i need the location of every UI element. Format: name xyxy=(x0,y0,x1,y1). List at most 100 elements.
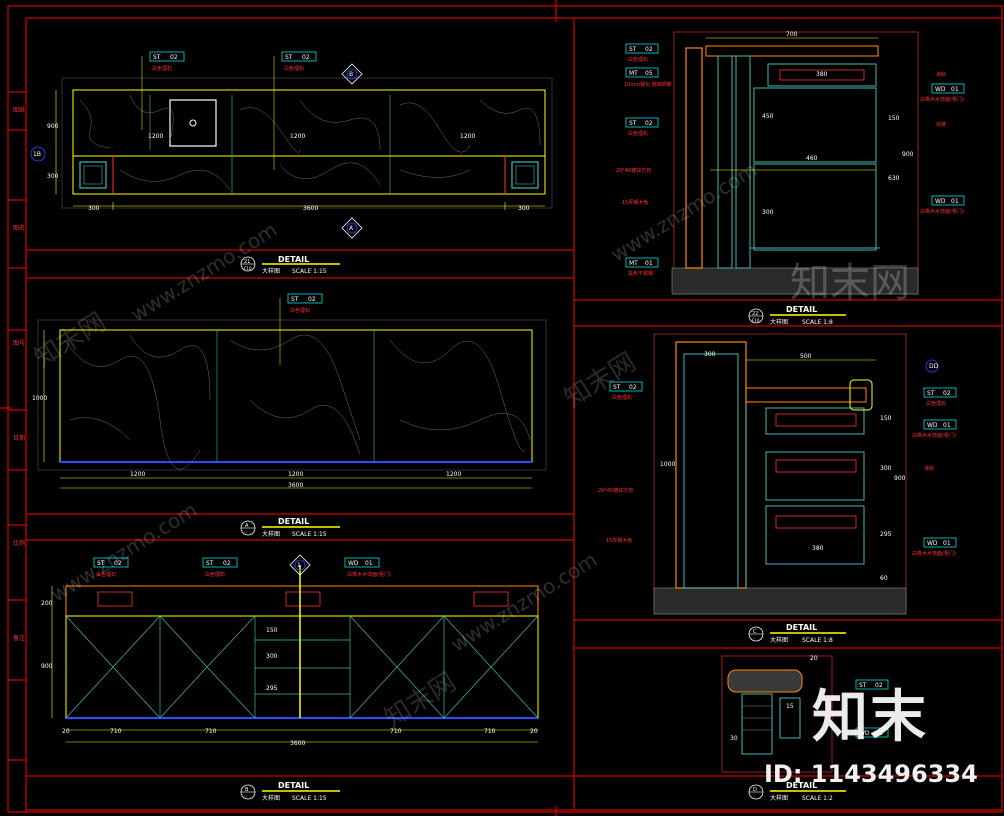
strip-label: 图纸 xyxy=(13,106,25,114)
material-tag: ST 02 xyxy=(855,679,889,690)
panel-scale: SCALE 1:15 xyxy=(292,531,327,538)
tag-desc: 白橡木木饰面(柜门) xyxy=(920,208,964,215)
tag-code: MT xyxy=(629,260,638,267)
panel-title-a: A - DETAIL 大样图 SCALE 1:15 xyxy=(240,517,340,538)
tag-code: ST xyxy=(206,560,214,567)
tag-no: 02 xyxy=(114,560,122,567)
dim-label: 300 xyxy=(47,173,59,180)
tag-no: 02 xyxy=(223,560,231,567)
note-rail: 滑轨 xyxy=(936,71,946,78)
panel-title-22: 22 F10 DETAIL 大样图 SCALE 1:8 xyxy=(748,305,846,326)
dim-label: 500 xyxy=(800,353,812,360)
panel-a-elevation: 1200 1200 1200 3600 1000 ST 02 白色理石 xyxy=(32,293,547,489)
watermark-cn: 知末网 xyxy=(790,260,910,306)
tag-no: 01 xyxy=(365,560,373,567)
panel-sheet: - xyxy=(246,794,248,799)
tag-code: WD xyxy=(927,540,938,547)
panel-sheet: - xyxy=(246,530,248,535)
dim-label: 460 xyxy=(806,155,818,162)
tag-code: WD xyxy=(348,560,359,567)
panel-title-c: C - DETAIL 大样图 SCALE 1:8 xyxy=(748,623,846,644)
tag-no: 05 xyxy=(645,70,653,77)
note-board: 15厚细木板 xyxy=(606,537,632,544)
material-tag: WD 01 xyxy=(855,727,889,738)
dim-label: 150 xyxy=(266,627,278,634)
material-tag: ST 02 白色理石 xyxy=(273,51,317,170)
dim-label: 1200 xyxy=(130,471,145,478)
note-pipe: 20*40镀锌方管 xyxy=(598,487,633,494)
tag-desc: 白色理石 xyxy=(926,400,946,407)
strip-label: 图号 xyxy=(13,340,25,347)
tag-code: WD xyxy=(935,86,946,93)
panel-cn: 大样图 xyxy=(770,318,788,326)
dim-label: 710 xyxy=(484,728,496,735)
panel-sheet: F10 xyxy=(752,318,760,323)
tag-desc: 白色理石 xyxy=(205,571,225,578)
dim-label: 295 xyxy=(880,531,892,538)
dim-label: 630 xyxy=(888,175,900,182)
tag-code: ST xyxy=(97,560,105,567)
note-hinge: 铰链 xyxy=(936,121,946,128)
dim-label: 300 xyxy=(880,465,892,472)
dim-label: 700 xyxy=(786,31,798,38)
tag-no: 01 xyxy=(875,730,883,737)
strip-label: 比例 xyxy=(13,539,25,547)
panel-title-21: 21 F10 DETAIL 大样图 SCALE 1:15 xyxy=(240,255,340,275)
note-board: 15厚细木板 xyxy=(622,199,648,206)
panel-22-section: 380 460 700 450 300 150 630 900 ST 02 白色… xyxy=(616,31,965,295)
panel-sheet: - xyxy=(754,794,756,799)
material-tag: MT 01 黑色不锈钢 xyxy=(625,257,659,277)
panel-title: DETAIL xyxy=(278,255,309,264)
tag-code: WD xyxy=(927,422,938,429)
material-tag: ST 02 白色理石 xyxy=(625,43,659,63)
dim-label: 20 xyxy=(62,728,70,735)
panel-num: 21 xyxy=(244,259,250,265)
dim-label: 20 xyxy=(530,728,538,735)
material-tag: ST 02 白色理石 xyxy=(202,557,238,578)
section-mark-b: B xyxy=(349,71,353,78)
tag-code: ST xyxy=(927,390,935,397)
material-tag: WD 01 白橡木木饰面(柜门) xyxy=(912,419,957,439)
dim-label: 380 xyxy=(816,71,828,78)
panel-title: DETAIL xyxy=(786,305,817,314)
tag-no: 01 xyxy=(951,198,959,205)
panel-cn: 大样图 xyxy=(770,794,788,802)
tag-code: ST xyxy=(285,54,293,61)
material-tag: WD 01 白橡木木饰面(柜门) xyxy=(920,83,965,103)
tag-no: 02 xyxy=(170,54,178,61)
note-pipe: 20*40镀锌方管 xyxy=(616,167,651,174)
note-rail: 滑轨 xyxy=(924,465,934,472)
tag-code: WD xyxy=(859,730,870,737)
panel-num: C xyxy=(753,629,757,635)
panel-cn: 大样图 xyxy=(770,636,788,644)
tag-code: ST xyxy=(153,54,161,61)
panel-num: A xyxy=(245,523,249,529)
material-tag: ST 02 白色理石 xyxy=(923,387,957,407)
tag-desc: 白橡木木饰面(柜门) xyxy=(347,571,391,578)
panel-b-elevation: 1 710 710 710 710 3600 20 20 200 900 150… xyxy=(41,554,539,747)
tag-code: ST xyxy=(291,296,299,303)
panel-scale: SCALE 1:2 xyxy=(802,795,833,802)
tag-desc: 白色理石 xyxy=(612,394,632,401)
dim-label: 900 xyxy=(894,475,906,482)
dim-label: 300 xyxy=(762,209,774,216)
panel-cn: 大样图 xyxy=(262,530,280,538)
tag-code: ST xyxy=(613,384,621,391)
tag-desc: 白橡木木饰面(柜门) xyxy=(920,96,964,103)
tag-no: 02 xyxy=(308,296,316,303)
panel-title: DETAIL xyxy=(786,623,817,632)
dim-label: 1000 xyxy=(32,395,47,402)
tag-desc: 白色理石 xyxy=(628,130,648,137)
tag-no: 02 xyxy=(943,390,951,397)
material-tag: WD 01 白橡木木饰面(柜门) xyxy=(344,557,391,578)
watermark-logo: 知末 xyxy=(812,685,928,750)
dim-label: 300 xyxy=(704,351,716,358)
panel-cn: 大样图 xyxy=(262,267,280,275)
dim-label: 450 xyxy=(762,113,774,120)
dim-label: 1200 xyxy=(290,133,305,140)
panel-sheet: F10 xyxy=(244,266,252,271)
tag-no: 02 xyxy=(875,682,883,689)
tag-no: 02 xyxy=(302,54,310,61)
tag-no: 01 xyxy=(951,86,959,93)
